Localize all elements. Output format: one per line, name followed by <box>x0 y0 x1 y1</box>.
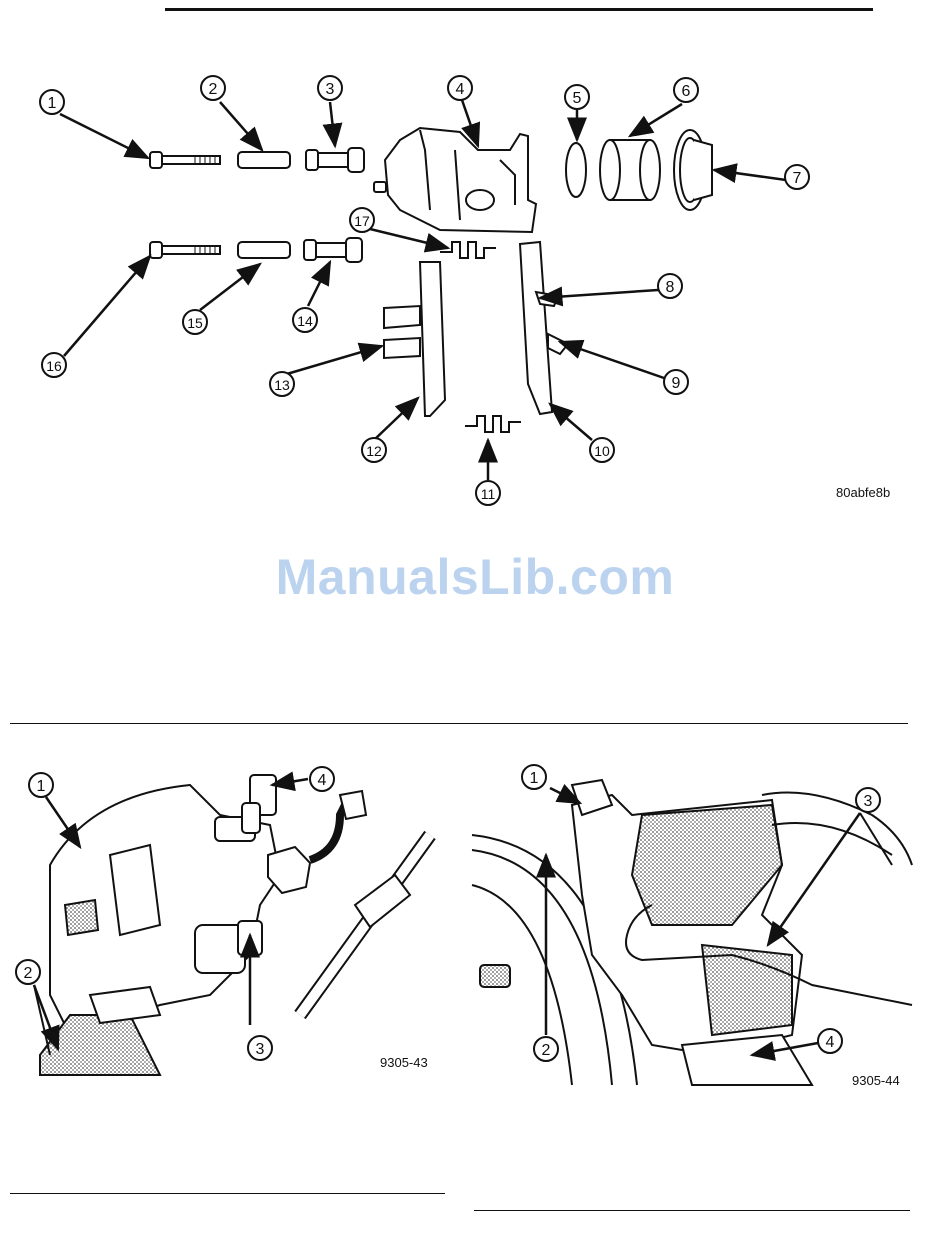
caliper-installed-left-figure: 1 2 3 4 <box>10 755 450 1085</box>
right-callout-4-label: 4 <box>826 1034 835 1051</box>
callout-2-label: 2 <box>209 81 218 98</box>
callout-11-label: 11 <box>481 486 496 502</box>
middle-rule <box>10 723 908 724</box>
piston-seal <box>566 143 586 197</box>
callout-12-label: 12 <box>366 443 382 459</box>
callout-15-label: 15 <box>187 315 203 331</box>
callout-5-label: 5 <box>573 90 582 107</box>
callout-4-label: 4 <box>456 81 465 98</box>
callout-3-label: 3 <box>326 81 335 98</box>
right-callout-2-label: 2 <box>542 1042 551 1059</box>
anti-rattle-clip-upper <box>440 242 496 258</box>
callout-8-label: 8 <box>666 279 675 296</box>
bushing-upper <box>306 148 364 172</box>
bottom-left-rule <box>10 1193 445 1194</box>
figure-right-code: 9305-44 <box>852 1073 900 1088</box>
right-callout-3-label: 3 <box>864 793 873 810</box>
callout-9-label: 9 <box>672 375 681 392</box>
inboard-brake-pad <box>384 262 445 416</box>
outboard-brake-pad <box>520 242 568 414</box>
callout-10-label: 10 <box>594 443 610 459</box>
callout-1-label: 1 <box>48 95 57 112</box>
figure-top-code: 80abfe8b <box>836 485 890 500</box>
pad-removal-right-figure: 1 2 3 4 <box>472 755 917 1085</box>
exploded-caliper-diagram: 1 2 3 4 5 6 7 8 9 10 11 12 13 14 15 16 1… <box>0 0 950 520</box>
sleeve-upper <box>238 152 290 168</box>
sleeve-lower <box>238 242 290 258</box>
piston <box>600 140 660 200</box>
callout-6-label: 6 <box>682 83 691 100</box>
bottom-right-rule <box>474 1210 910 1211</box>
left-callout-2-label: 2 <box>24 965 33 982</box>
figure-left-code: 9305-43 <box>380 1055 428 1070</box>
callout-17-label: 17 <box>354 213 370 229</box>
callout-16-label: 16 <box>46 358 62 374</box>
right-callout-1-label: 1 <box>530 770 539 787</box>
callout-7-label: 7 <box>793 170 802 187</box>
watermark: ManualsLib.com <box>0 548 950 606</box>
guide-pin-bolt-upper <box>150 152 220 168</box>
left-callout-3-label: 3 <box>256 1041 265 1058</box>
anti-rattle-clip-lower <box>465 416 521 432</box>
dust-boot <box>674 130 712 210</box>
left-callout-4-label: 4 <box>318 772 327 789</box>
callout-13-label: 13 <box>274 377 290 393</box>
left-callout-1-label: 1 <box>37 778 46 795</box>
bushing-lower <box>304 238 362 262</box>
caliper-housing <box>374 128 536 232</box>
callout-14-label: 14 <box>297 313 313 329</box>
guide-pin-bolt-lower <box>150 242 220 258</box>
